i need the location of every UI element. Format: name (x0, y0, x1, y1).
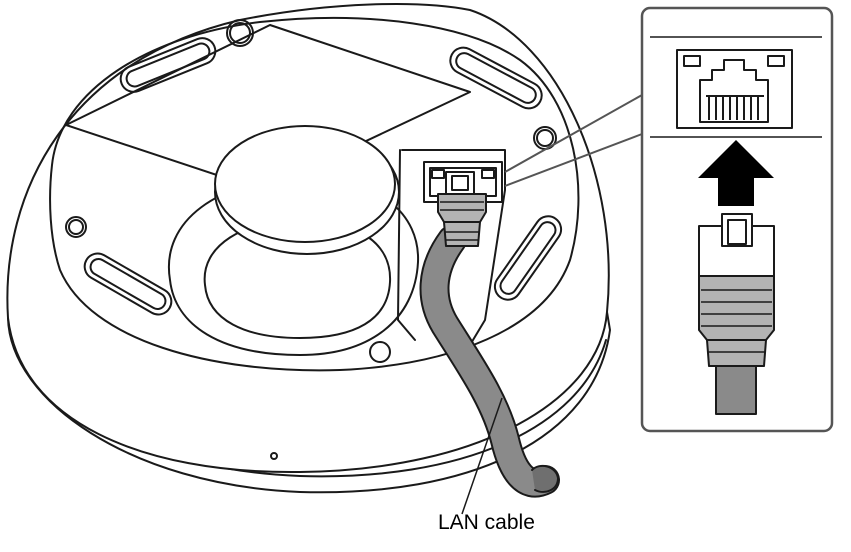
cable-cut-end (531, 464, 560, 493)
device-underside (6, 3, 611, 494)
indicator-dot (270, 452, 278, 460)
cable-channel-edge (397, 149, 416, 341)
label-plate (65, 24, 471, 191)
device-plug (437, 171, 487, 247)
inset-cable (715, 365, 757, 415)
rj45-plug-icon (698, 213, 775, 415)
label-leader-line (461, 397, 503, 515)
lan-cable (419, 225, 560, 498)
detail-inset (640, 6, 834, 433)
up-arrow-icon (698, 140, 774, 206)
speaker-cap-top (214, 125, 396, 243)
zoom-connector (504, 94, 643, 187)
mounting-slots (83, 37, 563, 316)
cable-fill (421, 227, 558, 496)
screw-bosses (65, 19, 557, 363)
lan-cable-label: LAN cable (438, 511, 535, 534)
rj45-port-icon (676, 49, 793, 129)
